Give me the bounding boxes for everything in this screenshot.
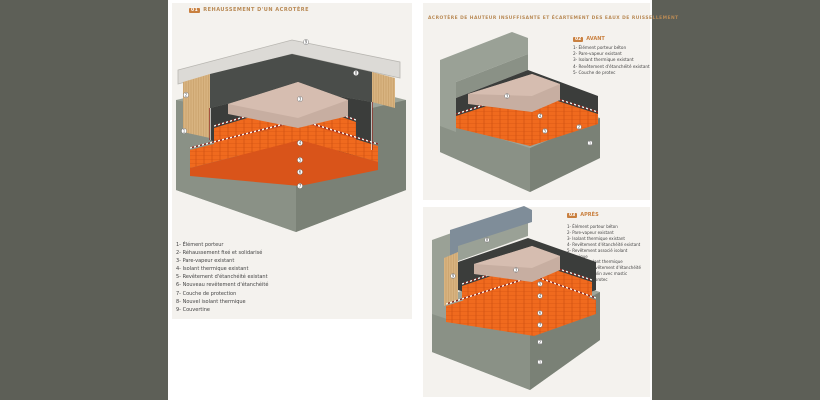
panel3-callouts: 1 2 3 4 5 6 7 8 9 [450, 237, 543, 365]
callout-marker [353, 70, 359, 76]
legend-item: 8- Nouvel isolant thermique [176, 298, 246, 305]
callout-marker [303, 39, 309, 45]
legend-item: 5- Revêtement associé isolant [567, 247, 628, 253]
panel2-drawing [440, 32, 600, 192]
callout-marker [297, 157, 303, 163]
callout-marker [537, 281, 543, 287]
legend-item: 4- Isolant thermique existant [176, 266, 249, 273]
callout-number: 8 [355, 71, 358, 76]
callout-number: 1 [589, 141, 592, 146]
panel1-callouts: 1 2 3 4 5 6 7 8 9 [181, 39, 359, 189]
callout-number: 6 [539, 311, 542, 316]
callout-marker [504, 93, 510, 99]
callout-number: 2 [539, 340, 542, 345]
callout-number: 2 [578, 125, 581, 130]
callout-number: 3 [515, 268, 518, 273]
legend-item: 2- Pare-vapeur existant [567, 229, 614, 235]
callout-marker [537, 310, 543, 316]
panel2-badge: 02 [573, 37, 584, 42]
legend-item: 2- Réhaussement fixé et solidarisé [176, 250, 263, 257]
legend-item: 5- Revêtement d'étanchéité existant [176, 274, 268, 281]
callout-number: 1 [183, 129, 186, 134]
callout-marker [297, 140, 303, 146]
panel1-badge: 01 [189, 8, 201, 13]
callout-number: 4 [299, 141, 302, 146]
callout-marker [297, 96, 303, 102]
callout-number: 7 [539, 323, 542, 328]
legend-item: 6- Nouveau revêtement d'étanchéité [176, 282, 269, 289]
callout-marker [297, 183, 303, 189]
callout-number: 3 [299, 97, 302, 102]
callout-marker [297, 169, 303, 175]
panel3-badge: 03 [567, 213, 578, 218]
panel1-title: REHAUSSEMENT D'UN ACROTÈRE [203, 7, 310, 13]
legend-item: 3- Pare-vapeur existant [176, 258, 235, 265]
callout-number: 5 [544, 129, 547, 134]
legend-item: 7- Nouveau revêtement d'étanchéité [567, 265, 641, 271]
callout-number: 1 [539, 360, 542, 365]
callout-number: 6 [299, 170, 302, 175]
callout-number: 7 [299, 184, 302, 189]
legend-item: 5- Couche de protec [573, 69, 616, 75]
panel2-legend: 1- Élément porteur béton 2- Pare-vapeur … [573, 45, 650, 76]
legend-item: 1- Élément porteur [176, 242, 224, 248]
callout-number: 3 [506, 94, 509, 99]
callout-marker [587, 140, 593, 146]
legend-item: 1- Élément porteur béton [567, 224, 618, 229]
callout-number: 4 [539, 114, 542, 119]
legend-item: 3- Isolant thermique existant [573, 57, 634, 63]
callout-marker [181, 128, 187, 134]
callout-marker [450, 273, 456, 279]
legend-item: 9- Couvertine [176, 306, 210, 313]
callout-marker [542, 128, 548, 134]
panel2-title: ACROTÈRE DE HAUTEUR INSUFFISANTE ET ÉCAR… [428, 16, 679, 21]
callout-marker [183, 92, 189, 98]
callout-number: 2 [185, 93, 188, 98]
callout-marker [576, 124, 582, 130]
callout-marker [537, 293, 543, 299]
callout-marker [537, 322, 543, 328]
callout-marker [537, 339, 543, 345]
callout-number: 4 [539, 294, 542, 299]
callout-number: 5 [299, 158, 302, 163]
panel2-subtitle: AVANT [586, 36, 605, 42]
callout-marker [537, 113, 543, 119]
legend-item: 2- Pare-vapeur existant [573, 51, 622, 57]
callout-marker [484, 237, 490, 243]
callout-marker [513, 267, 519, 273]
panel1-drawing [176, 39, 406, 232]
panel2-callouts: 1 2 3 4 5 [504, 93, 593, 146]
legend-item: 3- Isolant thermique existant [567, 235, 625, 241]
legend-item: 4- Revêtement d'étanchéité existant [567, 241, 641, 247]
legend-item: 4- Revêtement d'étanchéité existant [573, 63, 650, 69]
callout-number: 9 [305, 40, 308, 45]
panel3-subtitle: APRÈS [580, 212, 599, 218]
panel1-legend: 1- Élément porteur 2- Réhaussement fixé … [176, 241, 268, 314]
callout-number: 9 [452, 274, 455, 279]
legend-item: 8- Bande de solin avec mastic [567, 271, 628, 277]
callout-number: 5 [539, 282, 542, 287]
callout-number: 8 [486, 238, 489, 243]
legend-item: 7- Couche de protection [176, 290, 237, 297]
callout-marker [537, 359, 543, 365]
legend-item: 1- Élément porteur béton [573, 45, 627, 50]
panel3-drawing [432, 206, 600, 390]
